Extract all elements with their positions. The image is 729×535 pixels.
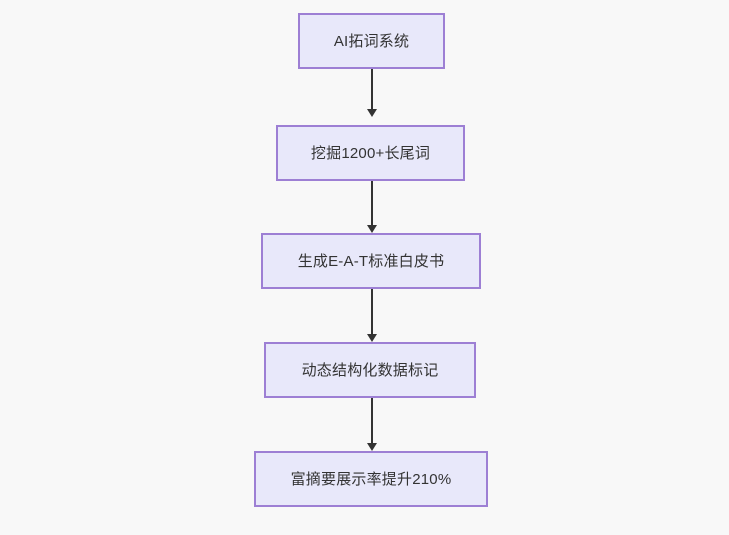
- arrow-head-icon: [367, 109, 377, 117]
- arrow-head-icon: [367, 443, 377, 451]
- flow-edge-2: [367, 181, 377, 233]
- flow-edge-line: [371, 398, 373, 443]
- flow-node-mine-longtail-keywords[interactable]: 挖掘1200+长尾词: [276, 125, 465, 181]
- flow-node-dynamic-structured-data-markup[interactable]: 动态结构化数据标记: [264, 342, 476, 398]
- flow-edge-1: [367, 69, 377, 117]
- flow-node-label: 挖掘1200+长尾词: [310, 144, 431, 162]
- flow-node-ai-keyword-system[interactable]: AI拓词系统: [298, 13, 445, 69]
- flow-node-label: 动态结构化数据标记: [301, 361, 439, 379]
- flow-edge-3: [367, 289, 377, 342]
- flow-node-label: 生成E-A-T标准白皮书: [297, 252, 445, 270]
- flow-edge-line: [371, 69, 373, 109]
- flow-edge-line: [371, 181, 373, 225]
- flow-node-generate-eat-whitepaper[interactable]: 生成E-A-T标准白皮书: [261, 233, 481, 289]
- flow-edge-4: [367, 398, 377, 451]
- flow-node-label: AI拓词系统: [333, 32, 410, 50]
- arrow-head-icon: [367, 334, 377, 342]
- flow-edge-line: [371, 289, 373, 334]
- flow-node-label: 富摘要展示率提升210%: [290, 470, 452, 488]
- arrow-head-icon: [367, 225, 377, 233]
- flow-node-rich-snippet-impression-lift[interactable]: 富摘要展示率提升210%: [254, 451, 488, 507]
